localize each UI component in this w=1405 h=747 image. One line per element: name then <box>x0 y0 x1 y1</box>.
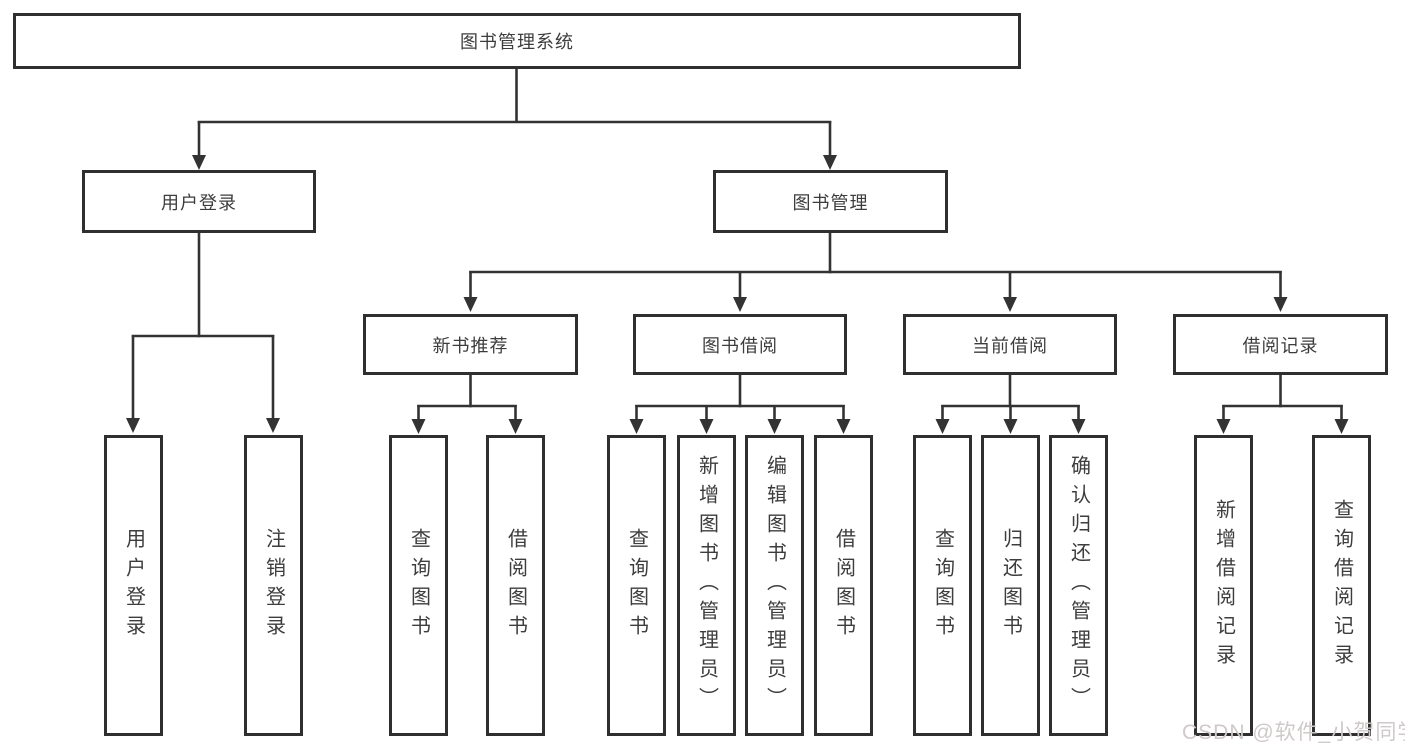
leaf-borrow-books-recommend: 借阅图书 <box>486 435 545 736</box>
leaf-query-books-borrowing: 查询图书 <box>607 435 666 736</box>
node-label: 借阅记录 <box>1242 335 1319 356</box>
node-current-borrowing: 当前借阅 <box>903 314 1117 375</box>
leaf-edit-book-admin: 编辑图书（管理员） <box>745 435 804 736</box>
leaf-confirm-return-admin: 确认归还（管理员） <box>1049 435 1108 736</box>
node-library-management-system: 图书管理系统 <box>13 13 1021 69</box>
node-user-login: 用户登录 <box>82 170 316 233</box>
leaf-user-login: 用户登录 <box>104 435 163 736</box>
leaf-logout: 注销登录 <box>244 435 303 736</box>
node-borrowing-records: 借阅记录 <box>1173 314 1388 375</box>
node-label: 查询图书 <box>931 527 954 644</box>
node-label: 借阅图书 <box>504 527 527 644</box>
node-label: 新书推荐 <box>432 335 509 356</box>
node-label: 编辑图书（管理员） <box>763 455 786 716</box>
node-new-book-recommendation: 新书推荐 <box>363 314 578 375</box>
leaf-query-books-current: 查询图书 <box>913 435 972 736</box>
node-label: 借阅图书 <box>832 527 855 644</box>
leaf-query-books-recommend: 查询图书 <box>389 435 448 736</box>
node-label: 用户登录 <box>161 192 237 213</box>
node-label: 查询图书 <box>625 527 648 644</box>
node-label: 新增图书（管理员） <box>695 455 718 716</box>
node-label: 当前借阅 <box>972 335 1048 356</box>
node-label: 图书借阅 <box>702 335 778 356</box>
leaf-return-books: 归还图书 <box>981 435 1040 736</box>
node-book-management: 图书管理 <box>713 170 948 233</box>
node-label: 确认归还（管理员） <box>1067 455 1090 716</box>
leaf-add-book-admin: 新增图书（管理员） <box>677 435 736 736</box>
leaf-query-borrow-record: 查询借阅记录 <box>1312 435 1371 736</box>
node-label: 图书管理 <box>792 192 869 213</box>
node-book-borrowing: 图书借阅 <box>633 314 847 375</box>
node-label: 归还图书 <box>999 527 1022 644</box>
leaf-add-borrow-record: 新增借阅记录 <box>1194 435 1253 736</box>
node-label: 用户登录 <box>122 527 145 644</box>
leaf-borrow-books-borrowing: 借阅图书 <box>814 435 873 736</box>
node-label: 图书管理系统 <box>460 32 574 52</box>
node-label: 查询借阅记录 <box>1330 498 1353 673</box>
csdn-watermark: CSDN @软件_小贺同学 <box>1182 721 1405 744</box>
node-label: 新增借阅记录 <box>1212 498 1235 673</box>
node-label: 注销登录 <box>262 527 285 644</box>
node-label: 查询图书 <box>407 527 430 644</box>
